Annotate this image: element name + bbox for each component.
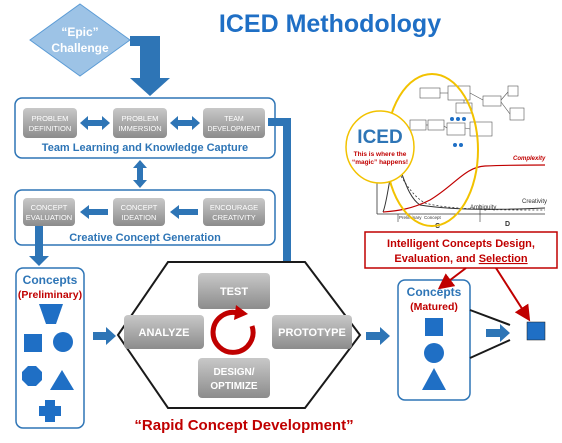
mini-flow-diagram: [409, 85, 525, 137]
creativity-to-ideation-arrow: [170, 205, 198, 219]
challenge-label: Challenge: [51, 41, 109, 55]
converge-line-bottom: [469, 339, 511, 359]
selection-arrow-right: [495, 267, 531, 322]
mini-flow-dots: [450, 117, 466, 147]
prelim-to-rapid-arrow: [93, 327, 116, 345]
matured-circle-shape: [424, 343, 444, 363]
test-label: TEST: [220, 286, 248, 298]
selection-arrow-left: [437, 267, 467, 290]
selection-line1: Intelligent Concepts Design,: [387, 238, 535, 250]
test-step: [198, 273, 270, 309]
concept-ideation-step: [113, 198, 165, 226]
matured-square-shape: [425, 318, 443, 336]
concept-evaluation-line1: CONCEPT: [31, 203, 68, 212]
selected-concept-square: [526, 321, 546, 341]
problem-definition-line2: DEFINITION: [29, 124, 72, 133]
design-optimize-step: [198, 358, 270, 398]
selection-link: Selection: [479, 253, 528, 265]
octagon-shape: [22, 366, 42, 386]
phase-concept-label: Concept: [424, 215, 442, 220]
complexity-curve: [382, 164, 546, 213]
concept-evaluation-step: [23, 198, 75, 226]
team-development-line1: TEAM: [224, 116, 244, 123]
concept-ideation-line1: CONCEPT: [121, 203, 158, 212]
cycle-arrowhead-icon: [234, 305, 248, 320]
design-label: DESIGN/: [213, 367, 254, 378]
ambiguity-label: Ambiguity: [470, 205, 496, 211]
team-learning-caption: Team Learning and Knowledge Capture: [42, 142, 248, 154]
rapid-development-hexagon: TEST ANALYZE PROTOTYPE DESIGN/ OPTIMIZE: [116, 261, 362, 409]
circle-shape: [53, 332, 73, 352]
immersion-team-double-arrow: [170, 116, 200, 130]
epic-challenge-diamond: “Epic” Challenge: [29, 3, 131, 77]
concepts-preliminary-title: Concepts: [23, 273, 78, 287]
converge-line-top: [469, 309, 511, 326]
team-creative-double-arrow: [133, 160, 147, 188]
analyze-step: [124, 315, 204, 349]
epic-label: “Epic”: [61, 25, 98, 39]
prototype-step: [272, 315, 352, 349]
team-development-line2: DEVELOPMENT: [208, 126, 262, 133]
triangle-shape: [50, 370, 74, 390]
concepts-matured-title: Concepts: [407, 285, 462, 299]
selection-line2-prefix: Evaluation, and: [394, 253, 478, 265]
iced-process-panel: C Complexity Creativity Ambiguity Prelim…: [345, 73, 547, 230]
square-shape: [24, 334, 42, 352]
trapezoid-shape: [39, 304, 63, 324]
creative-concept-box: CONCEPT EVALUATION CONCEPT IDEATION ENCO…: [14, 189, 276, 246]
magic-note-line2: “magic” happens!: [352, 159, 408, 166]
concepts-preliminary-subtitle: (Preliminary): [18, 289, 82, 301]
encourage-creativity-line1: ENCOURAGE: [210, 203, 258, 212]
team-learning-box: PROBLEM DEFINITION PROBLEM IMMERSION TEA…: [14, 97, 276, 159]
ideation-to-evaluation-arrow: [80, 205, 108, 219]
matured-to-selected-arrow: [486, 324, 510, 342]
concepts-matured-subtitle: (Matured): [410, 301, 458, 313]
creative-to-concepts-arrow: [29, 226, 49, 266]
problem-definition-step: [23, 108, 77, 138]
phase-d-label: D: [505, 221, 510, 228]
prototype-label: PROTOTYPE: [278, 327, 346, 339]
encourage-creativity-line2: CREATIVITY: [212, 213, 256, 222]
complexity-label: Complexity: [513, 156, 546, 162]
problem-immersion-line2: IMMERSION: [118, 124, 161, 133]
rapid-to-matured-arrow: [366, 327, 390, 345]
epic-to-team-arrow: [130, 36, 170, 96]
encourage-creativity-step: [203, 198, 265, 226]
team-development-step: [203, 108, 265, 138]
definition-immersion-double-arrow: [80, 116, 110, 130]
concept-evaluation-line2: EVALUATION: [26, 213, 72, 222]
concept-ideation-line2: IDEATION: [122, 213, 157, 222]
rapid-caption: “Rapid Concept Development”: [134, 417, 353, 434]
page-title: ICED Methodology: [219, 10, 441, 38]
cycle-arrow-icon: [210, 309, 256, 355]
problem-immersion-line1: PROBLEM: [122, 114, 159, 123]
iced-label-bubble: [345, 110, 415, 184]
selection-callout: Intelligent Concepts Design, Evaluation,…: [364, 231, 558, 322]
concepts-preliminary-box: Concepts (Preliminary): [15, 267, 85, 429]
creative-concept-caption: Creative Concept Generation: [69, 232, 221, 244]
problem-immersion-step: [113, 108, 167, 138]
analyze-label: ANALYZE: [139, 327, 190, 339]
iced-label: ICED: [357, 127, 402, 148]
cross-shape: [39, 400, 61, 422]
concepts-matured-box: Concepts (Matured): [397, 279, 471, 401]
matured-triangle-shape: [422, 368, 446, 390]
team-to-prototype-arrow: [268, 118, 298, 302]
magic-note-line1: This is where the: [354, 151, 407, 158]
selection-line2: Evaluation, and Selection: [394, 253, 528, 265]
problem-definition-line1: PROBLEM: [32, 114, 69, 123]
optimize-label: OPTIMIZE: [210, 381, 258, 392]
creativity-label: Creativity: [522, 199, 547, 205]
